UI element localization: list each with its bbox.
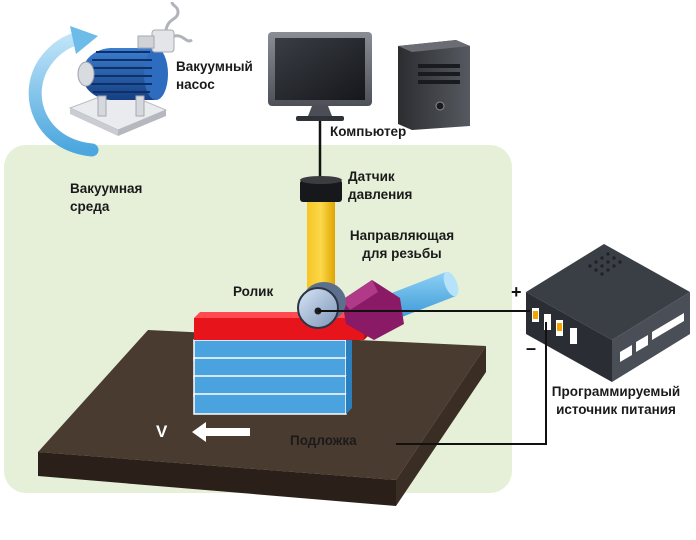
pressure-sensor-label: Датчик давления: [348, 169, 413, 202]
vacuum-environment-label: Вакуумная среда: [70, 181, 143, 214]
deposited-layers: [193, 334, 352, 415]
light-beam: [384, 271, 459, 320]
minus-sign: –: [526, 338, 537, 358]
substrate-label: Подложка: [290, 433, 357, 448]
plus-sign: +: [511, 282, 522, 302]
velocity-arrow: [192, 422, 250, 442]
negative-wire: [396, 322, 547, 445]
thread-guide: [307, 198, 335, 290]
red-top-layer: [194, 312, 370, 340]
monitor-icon: [268, 32, 372, 121]
pressure-sensor-icon: [300, 176, 342, 202]
power-supply-label: Программируемый источник питания: [551, 384, 681, 417]
power-supply-icon: [526, 244, 690, 382]
pc-tower-icon: [398, 40, 470, 130]
computer-label: Компьютер: [330, 124, 407, 139]
roller-label: Ролик: [233, 284, 274, 299]
vacuum-pump-icon: [28, 1, 193, 157]
thread-guide-label: Направляющая для резьбы: [349, 228, 455, 261]
velocity-label: V: [156, 422, 168, 441]
vacuum-pump-label: Вакуумный насос: [176, 59, 253, 92]
